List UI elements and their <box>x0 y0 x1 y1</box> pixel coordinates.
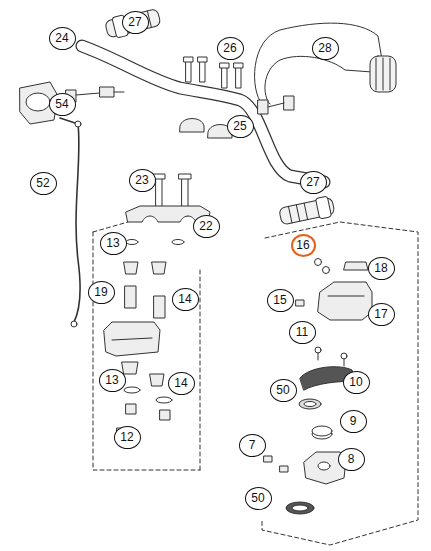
callout-number: 16 <box>291 234 316 257</box>
callout-number: 25 <box>227 115 254 138</box>
callout-number: 12 <box>114 426 141 449</box>
callout-number: 8 <box>338 448 365 471</box>
callout-number: 22 <box>193 215 220 238</box>
callout-number: 14 <box>172 288 199 311</box>
callout-number: 24 <box>49 27 76 50</box>
callout-number: 14 <box>168 372 195 395</box>
callout-number: 18 <box>368 257 395 280</box>
callout-number: 50 <box>245 487 272 510</box>
callout-number: 52 <box>30 172 57 195</box>
callout-number: 10 <box>343 371 370 394</box>
callout-number: 15 <box>267 289 294 312</box>
callout-number: 19 <box>88 281 115 304</box>
callout-number: 11 <box>289 321 316 344</box>
callout-number: 54 <box>49 93 76 116</box>
callout-number: 13 <box>99 369 126 392</box>
callout-number: 13 <box>100 232 127 255</box>
callout-number: 7 <box>239 434 266 457</box>
callout-number: 27 <box>300 171 327 194</box>
callout-number: 28 <box>312 37 339 60</box>
callout-number: 27 <box>122 11 149 34</box>
callout-number: 17 <box>368 303 395 326</box>
callout-number: 26 <box>217 37 244 60</box>
callout-number: 23 <box>129 169 156 192</box>
callout-number: 50 <box>270 379 297 402</box>
callout-number: 9 <box>340 410 367 433</box>
